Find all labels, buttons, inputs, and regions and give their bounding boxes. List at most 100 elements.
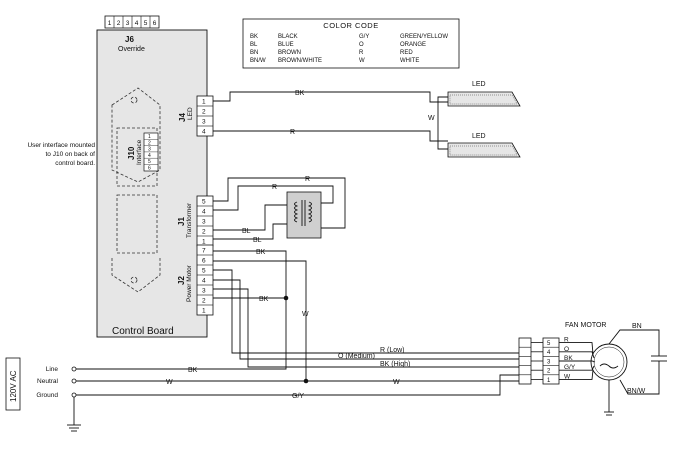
label-o-medium: O (Medium) — [338, 353, 375, 360]
note-line-2: to J10 on back of — [45, 151, 95, 158]
capacitor — [651, 355, 667, 362]
motor-pin-label: 3 — [547, 359, 551, 365]
j2-desc: Power Motor — [186, 264, 193, 302]
legend-cell: BLUE — [278, 42, 294, 48]
label-motor-bk-top: BK — [256, 249, 266, 256]
motor-wire-label: W — [564, 373, 571, 380]
supply-line-label: Line — [46, 366, 59, 373]
motor-pin-label: 5 — [547, 341, 551, 347]
fan-motor-title: FAN MOTOR — [565, 322, 606, 329]
label-tr-bl2: BL — [253, 237, 262, 244]
transformer — [286, 191, 322, 239]
label-bk-high: BK (High) — [380, 361, 410, 368]
label-neutral-w2: W — [393, 379, 400, 386]
motor-lead — [559, 365, 595, 371]
j10-pin-label: 3 — [148, 147, 151, 153]
j2-name: J2 — [177, 276, 186, 285]
wire-labels: BK R W R R BL BL BK BK W R (Low) O (Medi… — [166, 90, 646, 400]
legend-cell: GREEN/YELLOW — [400, 34, 448, 40]
j1-pin-label: 3 — [202, 219, 206, 226]
j1-pin-label: 5 — [202, 199, 206, 206]
control-board — [96, 29, 208, 338]
motor-lead — [559, 342, 594, 355]
motor-connector — [518, 337, 532, 385]
label-tr-r2: R — [272, 184, 277, 191]
j6-pin-label: 3 — [126, 20, 130, 27]
label-motor-w-vert: W — [302, 311, 309, 318]
j6-name: J6 — [125, 35, 134, 44]
color-code-legend: COLOR CODE BK BLACK G/Y GREEN/YELLOW BL BLUE O… — [242, 18, 460, 69]
legend-cell: BROWN — [278, 50, 301, 56]
motor-lead — [559, 351, 595, 359]
j2-pin-label: 7 — [202, 248, 206, 255]
motor-pin-label: 1 — [547, 378, 551, 384]
label-line-bk: BK — [188, 367, 198, 374]
legend-cell: BL — [250, 42, 258, 48]
motor-wire-label: O — [564, 346, 569, 353]
j4-pin-label: 2 — [202, 109, 206, 116]
j10-pin-label: 6 — [148, 166, 151, 172]
motor-wire-label: BK — [564, 355, 573, 362]
j4-name: J4 — [178, 113, 187, 122]
j6-pin-label: 2 — [117, 20, 121, 27]
j2-pin-label: 6 — [202, 258, 206, 265]
interface-outline — [111, 87, 161, 293]
note-line-1: User interface mounted — [27, 142, 95, 149]
j6-pin-label: 4 — [135, 20, 139, 27]
motor-wire-label: G/Y — [564, 364, 576, 371]
j2-connector: 7 6 5 4 3 2 1 J2 Power Motor — [177, 244, 214, 316]
motor-pin-label: 2 — [547, 369, 551, 375]
legend-cell: O — [359, 42, 364, 48]
j1-pin-label: 1 — [202, 239, 206, 246]
label-tr-r1: R — [305, 176, 310, 183]
label-r-low: R (Low) — [380, 347, 405, 354]
supply-ground-label: Ground — [36, 392, 58, 399]
j1-pin-label: 2 — [202, 229, 206, 236]
motor-lead — [559, 369, 594, 380]
legend-cell: G/Y — [359, 34, 369, 40]
label-ground-gy: G/Y — [292, 393, 304, 400]
j10-desc: Interface — [136, 139, 143, 165]
led-bottom: LED — [447, 133, 521, 158]
j6-pin-label: 6 — [153, 20, 157, 27]
j10-pin-label: 5 — [148, 159, 151, 165]
label-motor-bn: BN — [632, 323, 642, 330]
legend-cell: RED — [400, 50, 413, 56]
wiring — [76, 91, 660, 416]
motor-lead — [559, 360, 596, 363]
legend-cell: BROWN/WHITE — [278, 58, 322, 64]
j2-pin-label: 1 — [202, 308, 206, 315]
j10-pin-label: 2 — [148, 140, 151, 146]
j2-pin-label: 2 — [202, 298, 206, 305]
j1-desc: Transformer — [186, 202, 193, 238]
legend-cell: BN — [250, 50, 258, 56]
j1-name: J1 — [177, 217, 186, 226]
j6-pin-label: 1 — [108, 20, 112, 27]
j10-name: J10 — [127, 146, 136, 160]
legend-cell: WHITE — [400, 58, 419, 64]
j2-pin-label: 3 — [202, 288, 206, 295]
led-bottom-label: LED — [472, 133, 486, 140]
j4-pin-label: 3 — [202, 119, 206, 126]
j6-desc: Override — [118, 46, 145, 53]
label-motor-bnw: BN/W — [627, 388, 646, 395]
label-j4-r: R — [290, 129, 295, 136]
legend-cell: BK — [250, 34, 258, 40]
legend-cell: BLACK — [278, 34, 298, 40]
j2-pin-label: 4 — [202, 278, 206, 285]
note-line-3: control board. — [55, 160, 95, 167]
legend-cell: BN/W — [250, 58, 266, 64]
j10-pin-label: 4 — [148, 153, 151, 159]
legend-cell: ORANGE — [400, 42, 426, 48]
j4-pin-label: 4 — [202, 129, 206, 136]
j2-pin-label: 5 — [202, 268, 206, 275]
legend-title: COLOR CODE — [323, 21, 378, 30]
led-top: LED — [447, 81, 521, 107]
supply: 120V AC Line Neutral Ground — [5, 357, 81, 432]
j1-pin-label: 4 — [202, 209, 206, 216]
